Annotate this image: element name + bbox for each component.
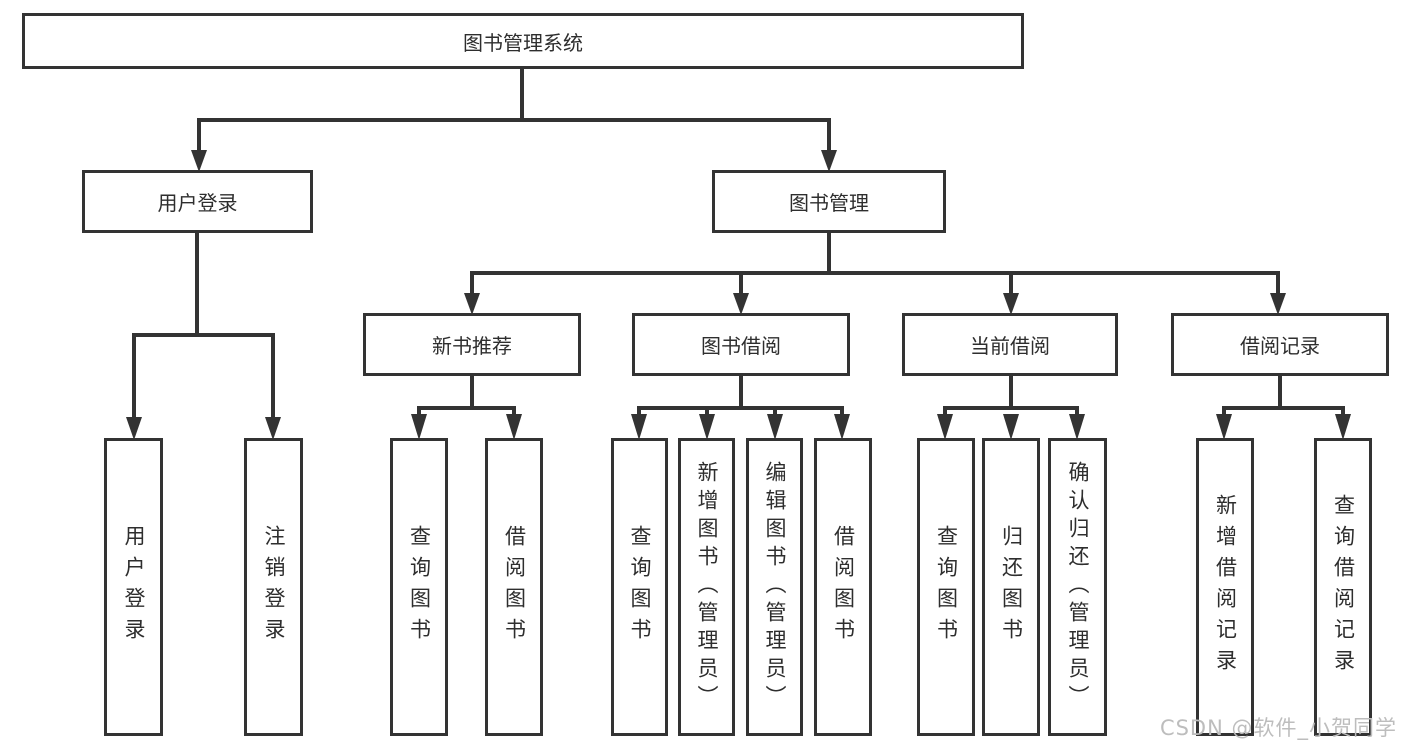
leaf-add-borrow-record: 新增借阅记录 <box>1196 438 1254 736</box>
node-label: 编辑图书（管理员） <box>763 461 787 713</box>
node-label: 确认归还（管理员） <box>1066 461 1090 713</box>
leaf-add-books-admin: 新增图书（管理员） <box>678 438 735 736</box>
node-label: 图书管理 <box>789 191 869 215</box>
node-label: 归还图书 <box>999 525 1024 649</box>
leaf-query-books-current: 查询图书 <box>917 438 975 736</box>
node-borrowing-records: 借阅记录 <box>1171 313 1389 376</box>
leaf-query-borrow-record: 查询借阅记录 <box>1314 438 1372 736</box>
csdn-watermark: CSDN @软件_小贺同学 <box>1159 716 1397 740</box>
leaf-return-books: 归还图书 <box>982 438 1040 736</box>
node-label: 当前借阅 <box>970 334 1050 358</box>
node-current-borrowing: 当前借阅 <box>902 313 1118 376</box>
leaf-user-login: 用户登录 <box>104 438 163 736</box>
leaf-query-books-recommend: 查询图书 <box>390 438 448 736</box>
node-user-login: 用户登录 <box>82 170 313 233</box>
leaf-edit-books-admin: 编辑图书（管理员） <box>746 438 803 736</box>
node-label: 图书借阅 <box>701 334 781 358</box>
connector-paths <box>132 69 1345 419</box>
node-label: 用户登录 <box>157 191 238 215</box>
arrowheads <box>126 150 1351 440</box>
node-label: 新增借阅记录 <box>1213 494 1238 680</box>
node-book-borrowing: 图书借阅 <box>632 313 850 376</box>
leaf-confirm-return-admin: 确认归还（管理员） <box>1048 438 1107 736</box>
node-label: 查询图书 <box>628 525 652 649</box>
node-label: 查询图书 <box>407 525 432 649</box>
node-label: 图书管理系统 <box>463 30 583 55</box>
node-label: 借阅图书 <box>502 525 527 649</box>
node-label: 查询借阅记录 <box>1331 494 1356 680</box>
node-label: 借阅记录 <box>1240 334 1320 358</box>
node-label: 借阅图书 <box>831 525 856 649</box>
node-label: 新增图书（管理员） <box>695 461 719 713</box>
node-label: 注销登录 <box>262 525 286 649</box>
leaf-query-books-borrow: 查询图书 <box>611 438 668 736</box>
node-new-book-recommend: 新书推荐 <box>363 313 581 376</box>
node-label: 查询图书 <box>934 525 959 649</box>
node-book-management: 图书管理 <box>712 170 946 233</box>
node-label: 用户登录 <box>122 525 146 649</box>
node-label: 新书推荐 <box>432 334 512 358</box>
leaf-borrow-books-recommend: 借阅图书 <box>485 438 543 736</box>
leaf-borrow-books: 借阅图书 <box>814 438 872 736</box>
leaf-logout-login: 注销登录 <box>244 438 303 736</box>
node-library-management-system: 图书管理系统 <box>22 13 1024 69</box>
